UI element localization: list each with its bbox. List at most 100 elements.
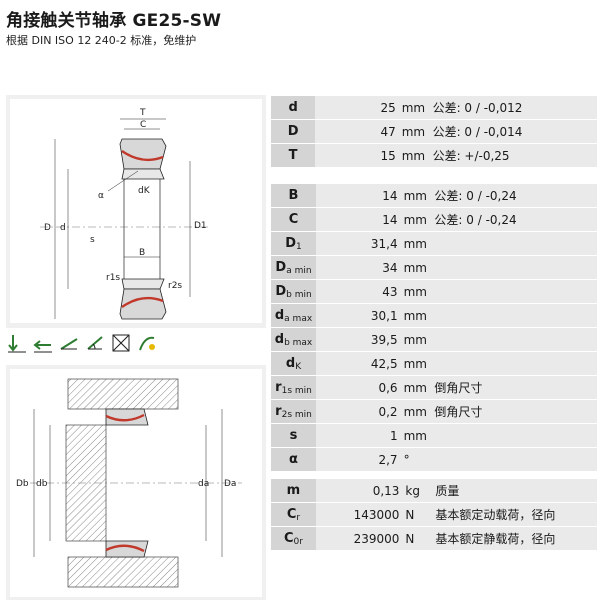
feature-icons-row — [6, 328, 266, 358]
spec-symbol: da max — [271, 303, 317, 328]
label-db: db — [36, 479, 48, 489]
label-D1: D1 — [194, 221, 207, 231]
spec-unit: N — [402, 502, 430, 527]
spec-symbol: B — [271, 184, 317, 208]
spec-symbol-main: D — [285, 235, 297, 251]
spec-value: 47 — [315, 119, 399, 144]
spec-symbol: db max — [271, 327, 317, 352]
spec-unit: mm — [400, 184, 429, 208]
spec-unit: kg — [402, 479, 430, 503]
spec-unit: mm — [398, 96, 427, 120]
spec-symbol-main: s — [289, 428, 298, 443]
spec-symbol-subscript: b max — [284, 337, 313, 348]
label-D: D — [44, 223, 51, 233]
spec-note: 公差: 0 / -0,24 — [428, 184, 597, 208]
label-B: B — [139, 248, 145, 258]
spec-symbol-main: r — [275, 379, 282, 395]
label-r1s: r1s — [106, 273, 120, 283]
spec-symbol-main: d — [288, 100, 298, 115]
spec-value: 0,13 — [315, 479, 403, 503]
maintenance-free-icon — [110, 332, 132, 354]
spec-value: 143000 — [315, 502, 403, 527]
spec-note — [428, 303, 597, 328]
spec-unit: mm — [398, 143, 427, 168]
spec-value: 2,7 — [316, 447, 401, 472]
spec-symbol-subscript: a min — [286, 265, 312, 276]
spec-unit: mm — [400, 375, 429, 400]
spec-value: 25 — [315, 96, 399, 120]
spec-unit: N — [402, 526, 430, 551]
spec-unit: mm — [400, 207, 429, 232]
spec-unit: mm — [400, 255, 429, 280]
spec-value: 30,1 — [316, 303, 401, 328]
spec-symbol: C — [271, 207, 317, 232]
spec-note — [428, 447, 597, 472]
spec-symbol-main: r — [275, 403, 282, 419]
spec-symbol: T — [271, 143, 316, 168]
spec-symbol-subscript: K — [295, 361, 302, 372]
spec-value: 1 — [316, 423, 401, 448]
spec-note: 质量 — [429, 479, 597, 503]
spec-value: 43 — [316, 279, 401, 304]
spec-value: 39,5 — [316, 327, 401, 352]
spec-symbol: r1s min — [271, 375, 317, 400]
spec-symbol: Cr — [271, 502, 316, 527]
spec-symbol: m — [271, 479, 316, 503]
tilt-icon — [84, 332, 106, 354]
spec-note — [428, 351, 597, 376]
label-da: da — [198, 479, 209, 489]
label-C: C — [140, 120, 146, 130]
spec-note — [428, 279, 597, 304]
spec-value: 14 — [316, 207, 401, 232]
spec-symbol-main: α — [289, 452, 298, 467]
spec-note: 倒角尺寸 — [428, 375, 597, 400]
spec-note: 倒角尺寸 — [428, 399, 597, 424]
spec-symbol-main: d — [274, 331, 285, 347]
spec-symbol-subscript: r — [296, 512, 301, 523]
label-T: T — [139, 108, 146, 118]
radial-load-icon — [6, 332, 28, 354]
spec-symbol: D1 — [271, 231, 317, 256]
spec-symbol-subscript: 2s min — [281, 409, 312, 420]
spec-note — [428, 423, 597, 448]
spec-unit: mm — [400, 231, 429, 256]
spec-note — [428, 255, 597, 280]
label-Da: Da — [224, 479, 236, 489]
angular-misalignment-icon — [58, 332, 80, 354]
spec-symbol-main: D — [275, 259, 287, 275]
spec-symbol-main: d — [274, 307, 285, 323]
spec-value: 34 — [316, 255, 401, 280]
spec-symbol: Db min — [271, 279, 317, 304]
spec-note: 基本额定静载荷，径向 — [429, 526, 597, 551]
spec-unit: mm — [400, 423, 429, 448]
spec-symbol: d — [271, 96, 316, 120]
spec-symbol-subscript: 0r — [293, 536, 303, 547]
spec-unit: mm — [400, 351, 429, 376]
spec-value: 42,5 — [316, 351, 401, 376]
spec-note: 公差: 0 / -0,24 — [428, 207, 597, 232]
spec-symbol: Da min — [271, 255, 317, 280]
spec-symbol: dK — [271, 351, 317, 376]
spec-unit: mm — [400, 279, 429, 304]
spec-value: 0,6 — [316, 375, 401, 400]
spec-value: 15 — [315, 143, 399, 168]
spec-value: 239000 — [315, 526, 403, 551]
spec-symbol: s — [271, 423, 317, 448]
bearing-section-drawing: T C α dK D d D1 s B r1s r2s — [10, 99, 262, 323]
